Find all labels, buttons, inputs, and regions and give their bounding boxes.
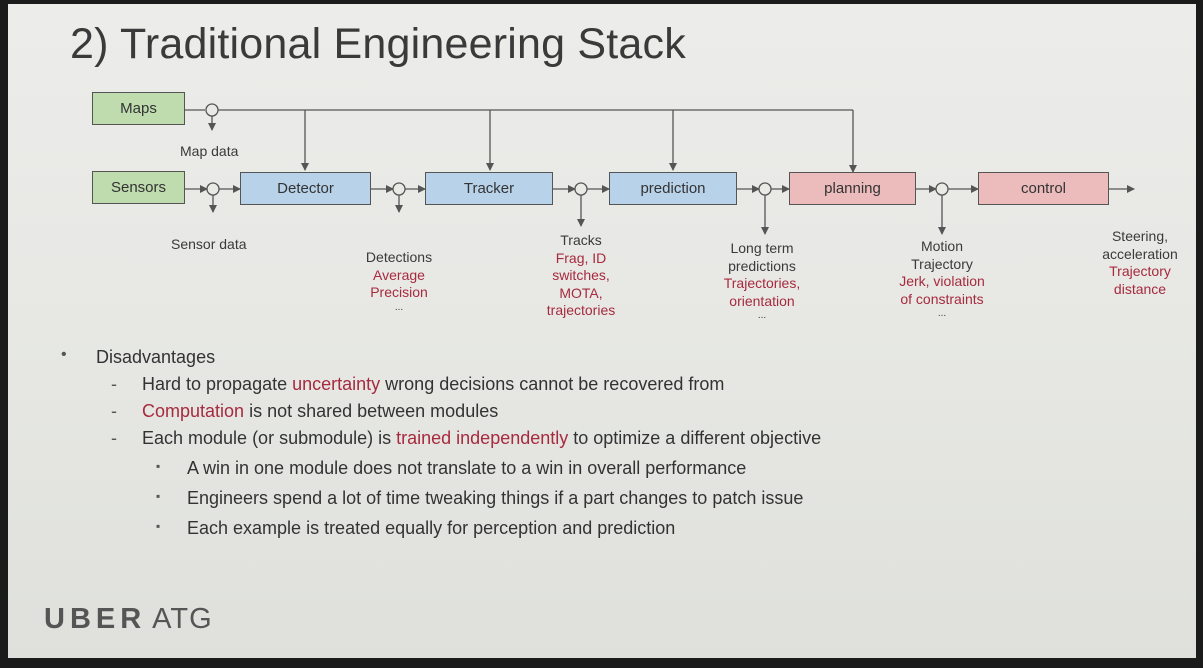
item-3-post: to optimize a different objective [568,428,822,448]
item-1-highlight: uncertainty [292,374,381,394]
dash-marker: - [111,428,117,448]
bullet-item-1: - Hard to propagate uncertainty wrong de… [63,374,724,395]
long-term-line-2: predictions [728,257,796,274]
bullet-item-3: - Each module (or submodule) is trained … [63,428,821,449]
detections-line-3: Precision [370,284,428,300]
bullet-disadvantages: • Disadvantages [61,346,216,368]
dash-marker: - [111,401,117,421]
item-1-text: Hard to propagate uncertainty wrong deci… [142,374,724,394]
item-3-pre: Each module (or submodule) is [142,428,397,448]
motion-line-2: Trajectory [911,255,973,272]
long-term-label: Long term predictions Trajectories, orie… [710,240,814,322]
detections-ellipsis: ... [394,301,404,313]
long-term-line-3: Trajectories, [723,275,801,291]
prediction-box: prediction [609,172,737,205]
detections-label: Detections Average Precision ... [351,249,447,314]
sensors-box: Sensors [92,171,185,204]
bullet-dot: • [61,346,67,363]
tracks-label: Tracks Frag, ID switches, MOTA, trajecto… [534,232,628,320]
sub-bullet-3: ▪ Each example is treated equally for pe… [63,518,675,539]
motion-label: Motion Trajectory Jerk, violation of con… [883,238,1001,320]
sub-1-text: A win in one module does not translate t… [187,458,747,478]
item-1-pre: Hard to propagate [142,374,293,394]
disadvantages-heading: Disadvantages [96,347,216,367]
maps-box: Maps [92,92,185,125]
sensor-data-label: Sensor data [171,236,247,252]
pipeline-connectors [184,103,1135,235]
motion-ellipsis: ... [937,308,947,319]
slide-title: 2) Traditional Engineering Stack [70,20,686,68]
item-1-post: wrong decisions cannot be recovered from [380,374,725,394]
motion-line-4: of constraints [900,290,984,307]
item-3-highlight: trained independently [396,428,569,448]
tracks-line-1: Tracks [560,232,602,248]
tracks-line-3: switches, [552,267,610,283]
sub-bullet-1: ▪ A win in one module does not translate… [63,458,746,479]
tracks-line-2: Frag, ID [555,249,607,266]
logo-brand: UBER [44,603,147,635]
long-term-line-4: orientation [729,292,795,309]
detections-line-1: Detections [365,249,433,265]
detections-line-2: Average [373,266,425,283]
bullet-item-2: - Computation is not shared between modu… [63,401,498,422]
map-data-label: Map data [180,143,239,159]
square-marker: ▪ [156,459,161,473]
slide: 2) Traditional Engineering Stack [8,4,1196,658]
tracks-line-4: MOTA, [559,284,603,301]
motion-line-1: Motion [920,238,964,254]
item-2-highlight: Computation [142,401,245,421]
tracks-line-5: trajectories [546,302,616,318]
sub-3-text: Each example is treated equally for perc… [187,518,676,538]
planning-box: planning [789,172,916,205]
control-box: control [978,172,1109,205]
detector-box: Detector [240,172,371,205]
item-2-post: is not shared between modules [244,401,499,421]
square-marker: ▪ [156,489,161,503]
steering-line-2: acceleration [1102,245,1178,262]
dash-marker: - [111,374,117,394]
steering-line-3: Trajectory [1109,263,1171,279]
sub-2-text: Engineers spend a lot of time tweaking t… [187,488,804,508]
item-2-text: Computation is not shared between module… [142,401,498,421]
motion-line-3: Jerk, violation [899,273,985,289]
long-term-ellipsis: ... [757,310,767,321]
steering-label: Steering, acceleration Trajectory distan… [1088,228,1192,298]
item-3-text: Each module (or submodule) is trained in… [142,428,821,448]
steering-line-1: Steering, [1111,228,1169,244]
tracker-box: Tracker [425,172,553,205]
long-term-line-1: Long term [730,240,794,256]
sub-bullet-2: ▪ Engineers spend a lot of time tweaking… [63,488,803,509]
steering-line-4: distance [1113,280,1167,297]
logo-suffix: ATG [152,603,213,635]
square-marker: ▪ [156,519,161,533]
